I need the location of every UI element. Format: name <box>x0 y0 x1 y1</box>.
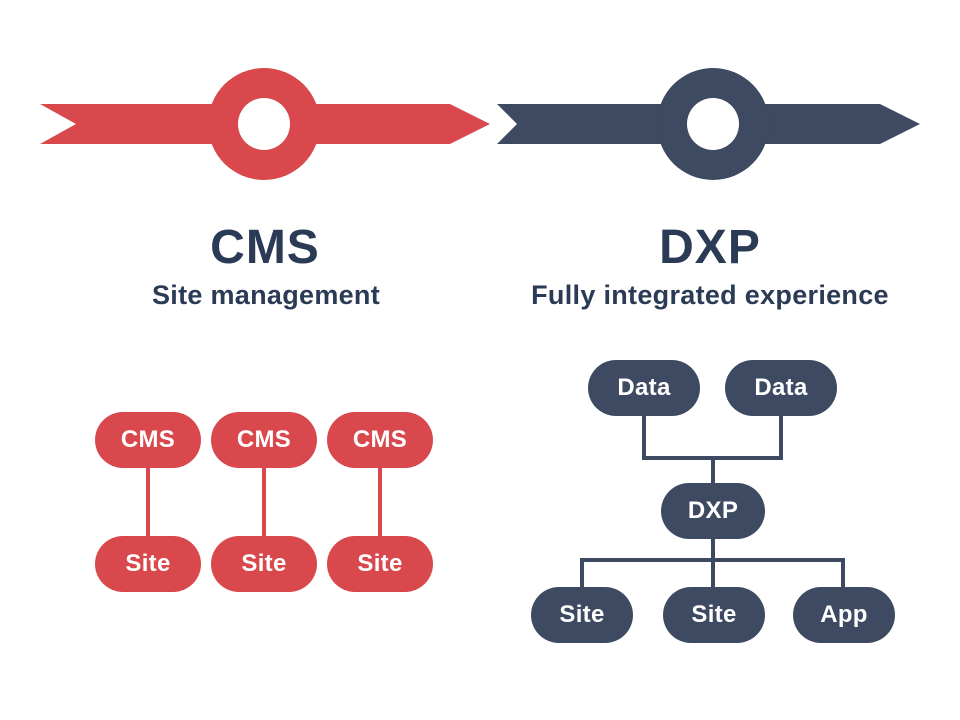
cms-connector-1 <box>146 466 150 538</box>
data1-drop-line <box>642 415 646 458</box>
dxp-site-pill-2: Site <box>663 587 765 643</box>
leaf-drop-line-2 <box>711 560 715 589</box>
dxp-site-pill-1: Site <box>531 587 633 643</box>
dxp-title: DXP <box>659 221 761 274</box>
cms-node-hole <box>238 98 290 150</box>
dxp-node-hole <box>687 98 739 150</box>
cms-title: CMS <box>210 221 320 274</box>
cms-pill-2: CMS <box>211 412 317 468</box>
cms-connector-2 <box>262 466 266 538</box>
dxp-stem-bottom <box>711 537 715 560</box>
dxp-stem-top <box>711 458 715 485</box>
timeline-graphic <box>40 68 920 180</box>
dxp-hub-pill: DXP <box>661 483 765 539</box>
dxp-subtitle: Fully integrated experience <box>531 280 889 310</box>
leaf-drop-line-3 <box>841 560 845 589</box>
data-pill-2: Data <box>725 360 837 416</box>
cms-site-pill-1: Site <box>95 536 201 592</box>
cms-pill-3: CMS <box>327 412 433 468</box>
leaf-drop-line-1 <box>580 560 584 589</box>
data-pill-1: Data <box>588 360 700 416</box>
data2-drop-line <box>779 415 783 458</box>
cms-pill-1: CMS <box>95 412 201 468</box>
cms-site-pill-3: Site <box>327 536 433 592</box>
cms-site-pill-2: Site <box>211 536 317 592</box>
cms-connector-3 <box>378 466 382 538</box>
cms-subtitle: Site management <box>151 280 381 310</box>
dxp-app-pill: App <box>793 587 895 643</box>
